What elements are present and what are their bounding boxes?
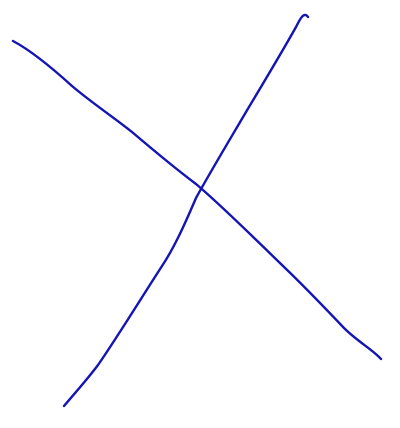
stroke-descending [11, 39, 383, 361]
stroke-ascending [62, 13, 310, 408]
